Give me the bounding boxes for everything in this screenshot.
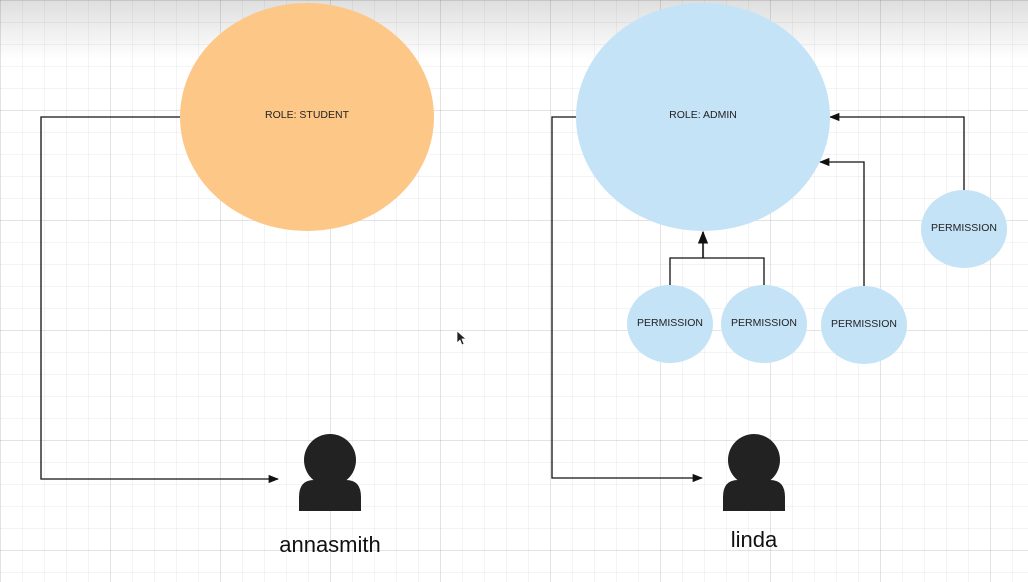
permission-shape — [921, 190, 1007, 268]
permission-shape — [627, 285, 713, 363]
connector-permission-pair-to-admin — [669, 257, 765, 287]
mouse-cursor-icon — [456, 330, 467, 346]
role-student-node[interactable]: ROLE: STUDENT — [180, 3, 434, 231]
permission-label: PERMISSION — [731, 317, 797, 329]
role-admin-label: ROLE: ADMIN — [669, 109, 737, 121]
permission-shape — [721, 285, 807, 363]
connector-admin-to-linda — [551, 116, 704, 483]
connector-permission-3-to-admin — [818, 157, 865, 287]
role-student-shape — [180, 3, 434, 231]
role-student-label: ROLE: STUDENT — [265, 109, 350, 121]
user-linda[interactable]: linda — [723, 434, 785, 552]
permission-shape — [821, 286, 907, 364]
permission-node-4[interactable]: PERMISSION — [921, 190, 1007, 268]
role-admin-shape — [576, 3, 830, 231]
permission-label: PERMISSION — [831, 318, 897, 330]
user-icon — [723, 434, 785, 511]
permission-node-3[interactable]: PERMISSION — [821, 286, 907, 364]
connector-student-to-annasmith — [40, 116, 280, 484]
connector-permission-4-to-admin — [828, 112, 965, 190]
permission-label: PERMISSION — [931, 222, 997, 234]
permission-label: PERMISSION — [637, 317, 703, 329]
role-admin-node[interactable]: ROLE: ADMIN — [576, 3, 830, 231]
user-annasmith[interactable]: annasmith — [279, 434, 381, 557]
permission-node-1[interactable]: PERMISSION — [627, 285, 713, 363]
user-icon — [299, 434, 361, 511]
user-name-annasmith: annasmith — [279, 532, 381, 557]
permission-node-2[interactable]: PERMISSION — [721, 285, 807, 363]
user-name-linda: linda — [731, 527, 778, 552]
